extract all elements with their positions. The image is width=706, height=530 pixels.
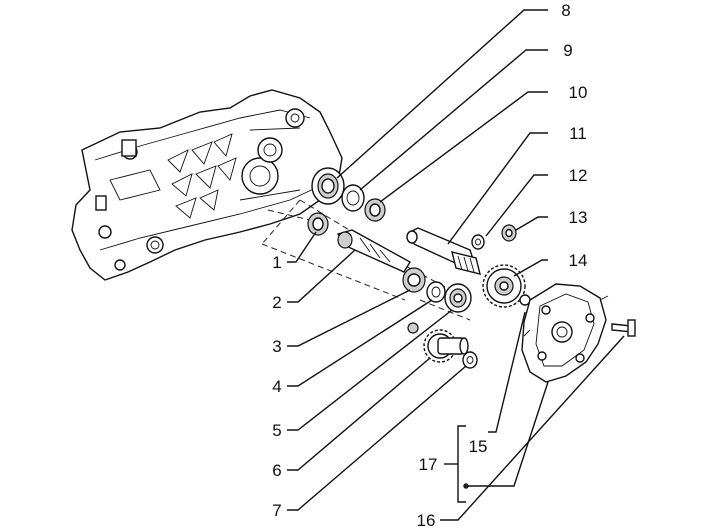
label-14: 14: [569, 251, 588, 270]
label-16: 16: [417, 511, 436, 530]
label-3: 3: [272, 337, 281, 356]
part-6-gear: [407, 322, 469, 363]
part-13-nut: [501, 224, 517, 242]
leader-lines: [287, 9, 625, 521]
label-13: 13: [569, 208, 588, 227]
label-11: 11: [569, 124, 587, 143]
engine-crankcase: [71, 89, 343, 281]
label-8: 8: [561, 1, 570, 20]
part-7-washer: [462, 351, 478, 369]
part-10-circlip: [364, 198, 386, 222]
part-11-countershaft: [406, 227, 481, 275]
label-17: 17: [419, 455, 438, 474]
part-4-washer: [426, 281, 446, 303]
part-16-screw: [611, 319, 636, 337]
label-1: 1: [272, 253, 281, 272]
label-6: 6: [272, 461, 281, 480]
part-1-bearing: [307, 212, 329, 236]
part-12-washer: [471, 234, 485, 250]
label-10: 10: [569, 83, 588, 102]
part-3-bearing: [402, 267, 426, 293]
part-2-shaft: [336, 229, 411, 273]
part-17-gearbox-cover: [521, 283, 609, 383]
label-9: 9: [563, 41, 572, 60]
label-7: 7: [272, 501, 281, 520]
part-8-bearing: [311, 167, 345, 205]
label-2: 2: [272, 293, 281, 312]
label-5: 5: [272, 421, 281, 440]
part-9-seal: [341, 184, 365, 212]
label-12: 12: [569, 166, 588, 185]
label-15: 15: [469, 437, 488, 456]
part-5-bearing: [444, 283, 472, 313]
label-4: 4: [272, 377, 281, 396]
part-labels: 8 9 10 11 12 13 14 1 2 3 4 5 6 7 15 17 1…: [272, 1, 587, 530]
